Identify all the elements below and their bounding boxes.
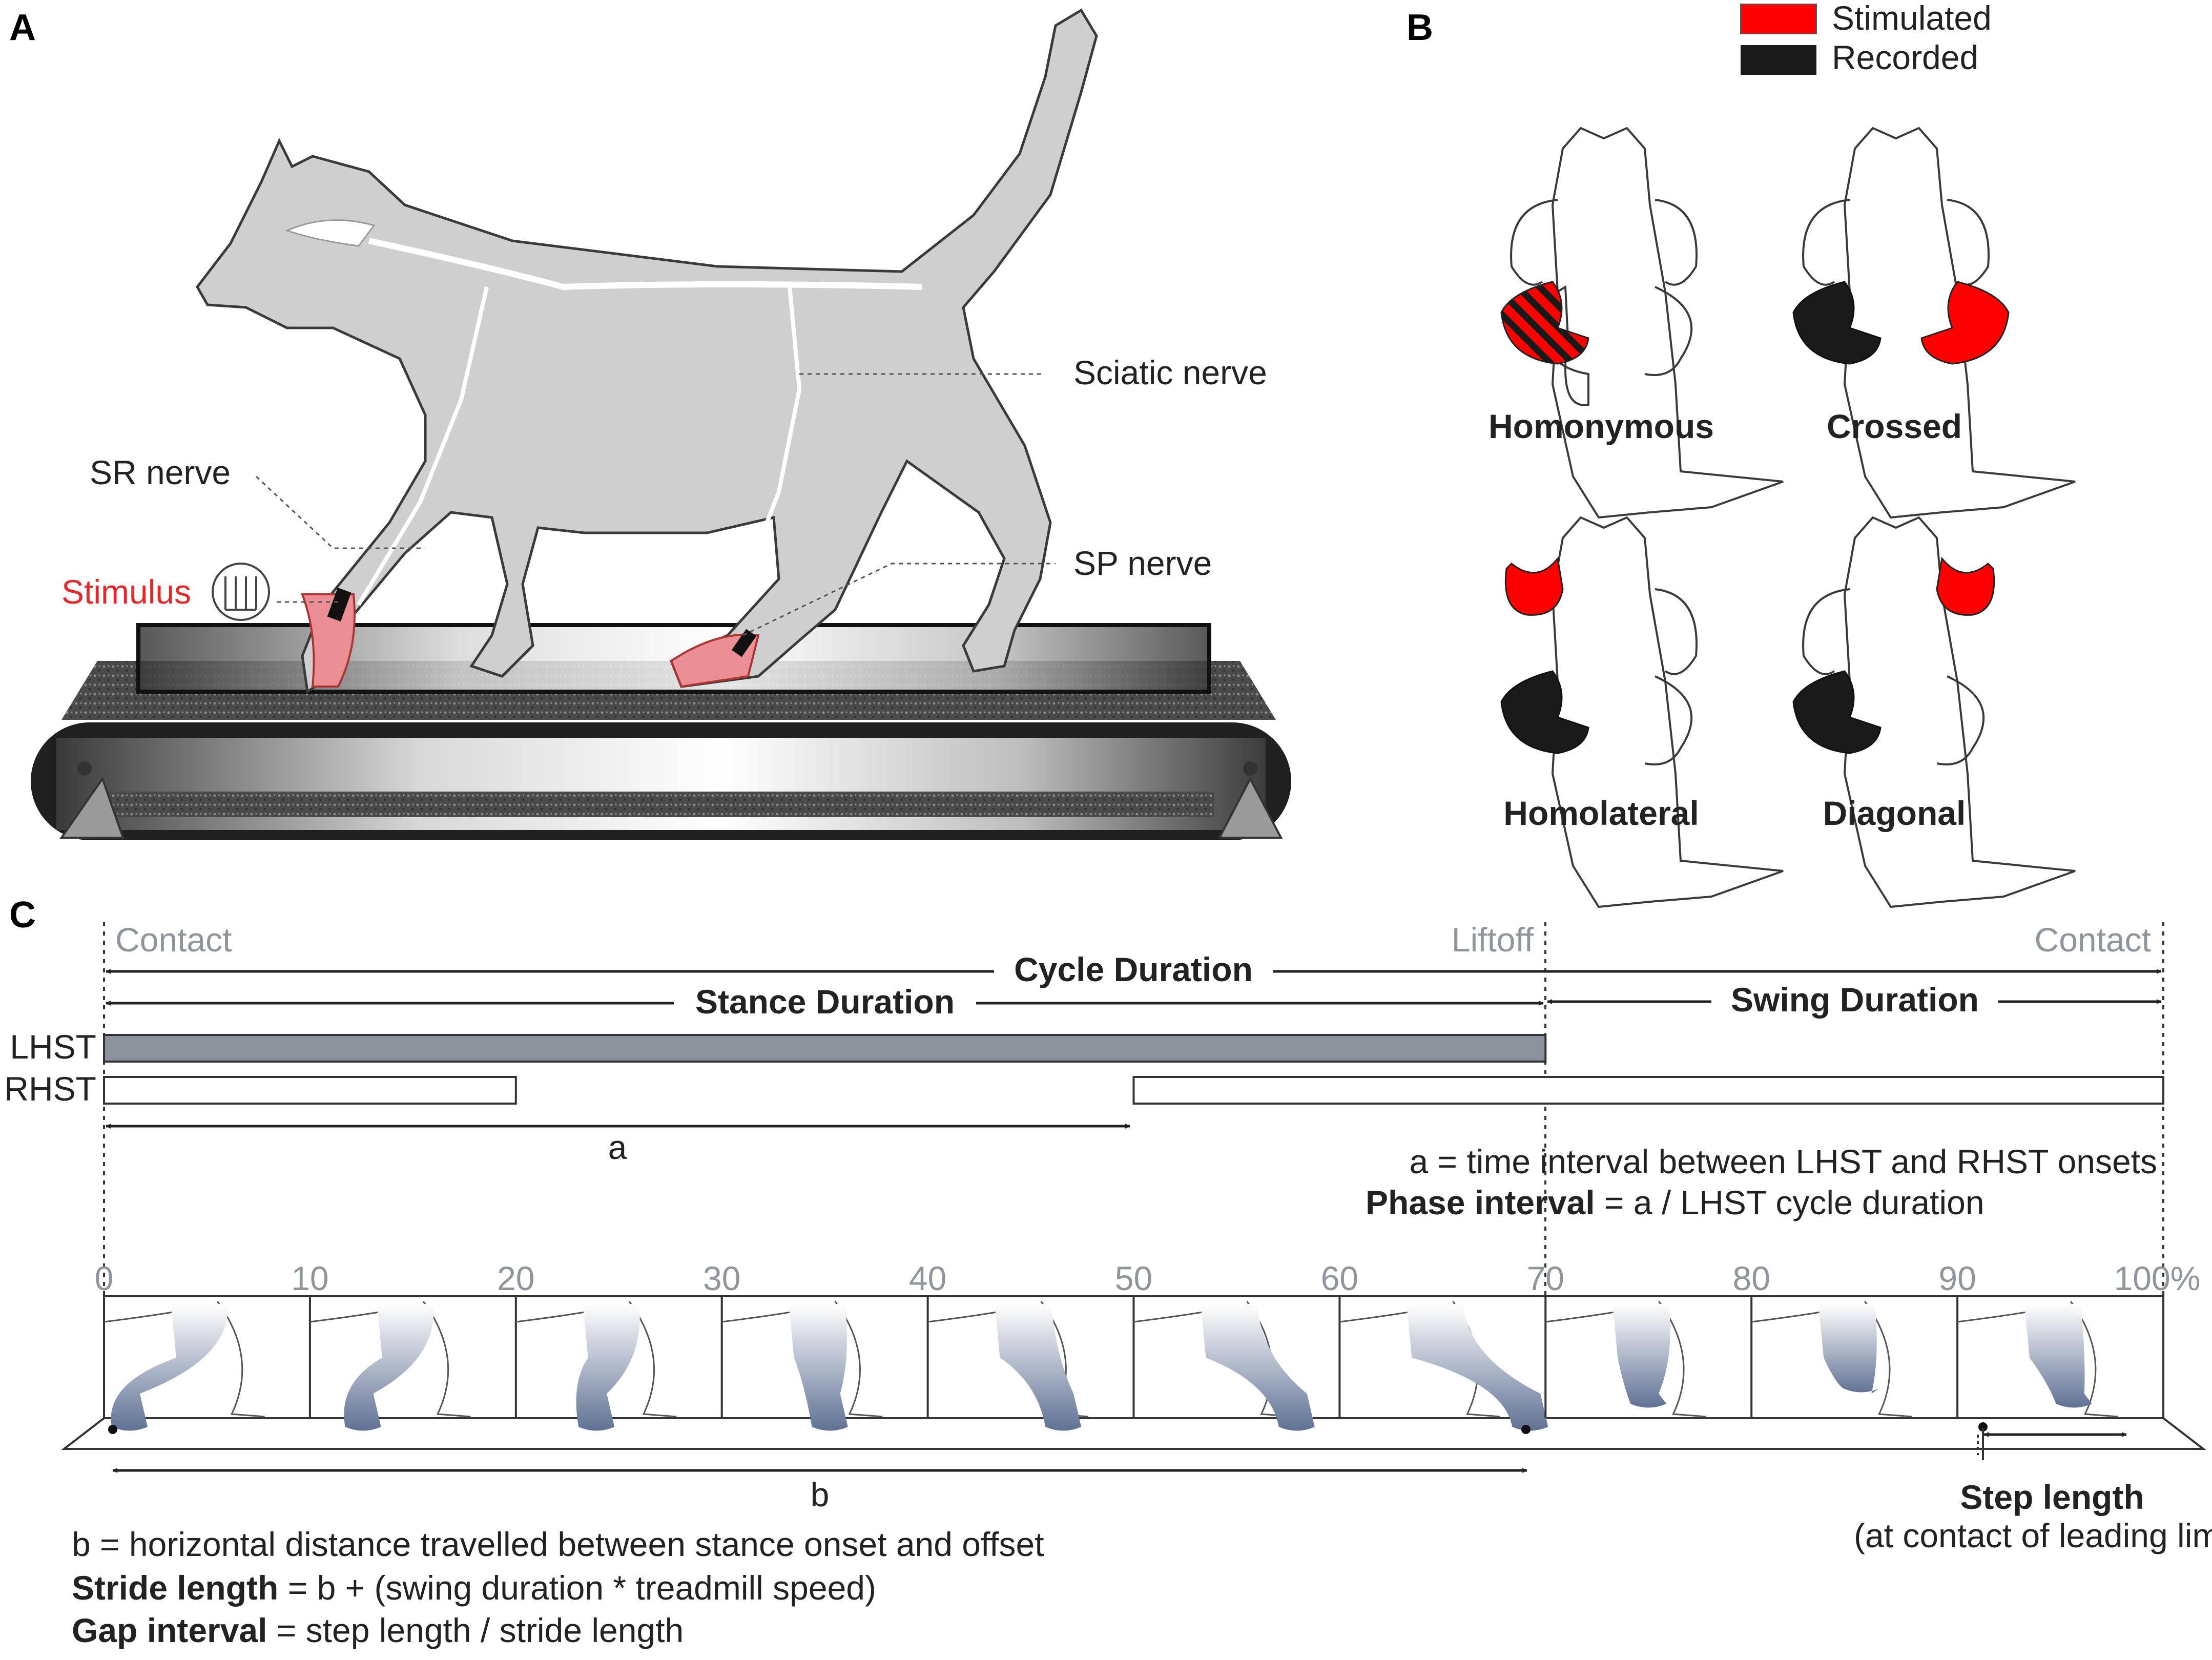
- row-label-lhst: LHST: [10, 1028, 96, 1066]
- tick-label-6: 60: [1321, 1259, 1358, 1297]
- tick-label-10: 100%: [2114, 1259, 2201, 1297]
- cat-illustration: [196, 8, 1098, 694]
- tick-label-7: 70: [1527, 1259, 1564, 1297]
- row-label-rhst: RHST: [4, 1070, 96, 1108]
- phase-interval-def: Phase interval = a / LHST cycle duration: [1366, 1184, 1984, 1221]
- step-frame-1: [308, 1296, 471, 1431]
- stance-bar-rhst-0: [103, 1076, 517, 1105]
- tick-label-1: 10: [291, 1259, 328, 1297]
- step-frame-3: [720, 1296, 883, 1431]
- legend-recorded: Recorded: [1832, 38, 1978, 76]
- sr-nerve-label: SR nerve: [90, 453, 231, 491]
- tick-label-5: 50: [1115, 1259, 1152, 1297]
- b-label: b: [811, 1476, 830, 1513]
- legend-stimulated: Stimulated: [1832, 0, 1992, 37]
- phase-interval-term: Phase interval: [1366, 1184, 1595, 1221]
- config-label-homonymous: Homonymous: [1489, 407, 1714, 445]
- stance-duration-label: Stance Duration: [695, 983, 955, 1021]
- config-label-homolateral: Homolateral: [1503, 794, 1699, 832]
- legend: Stimulated Recorded: [1740, 0, 1992, 76]
- gap-interval-formula: = step length / stride length: [267, 1611, 684, 1649]
- step-frame-5: [1132, 1296, 1315, 1431]
- event-contact-end: Contact: [2035, 921, 2151, 959]
- step-frame-0: [104, 1301, 265, 1431]
- tick-label-4: 40: [909, 1259, 946, 1297]
- tick-label-3: 30: [703, 1259, 740, 1297]
- config-homonymous: [1500, 127, 1784, 519]
- stance-bar-lhst-0: [103, 1034, 1547, 1063]
- stance-bar-rhst-1: [1132, 1076, 2164, 1105]
- config-diagonal: [1792, 516, 2076, 908]
- config-label-diagonal: Diagonal: [1823, 794, 1966, 832]
- gap-interval-term: Gap interval: [72, 1611, 267, 1649]
- step-frame-7: [1544, 1296, 1706, 1418]
- panel-label-a: A: [9, 7, 36, 48]
- step-length-note: (at contact of leading limb): [1854, 1517, 2212, 1554]
- phase-diagram: Contact Liftoff Contact Cycle Duration S…: [4, 921, 2212, 1649]
- config-label-crossed: Crossed: [1827, 407, 1962, 445]
- stride-length-formula: = b + (swing duration * treadmill speed): [278, 1569, 876, 1607]
- phase-interval-formula: = a / LHST cycle duration: [1595, 1184, 1984, 1221]
- step-frame-6: [1338, 1296, 1548, 1431]
- treadmill: [31, 623, 1291, 840]
- legend-swatch-recorded: [1741, 45, 1816, 75]
- legend-swatch-stimulated: [1740, 4, 1817, 34]
- sp-nerve-label: SP nerve: [1073, 544, 1212, 582]
- step-frame-8: [1750, 1296, 1912, 1418]
- step-length-label: Step length: [1960, 1478, 2144, 1516]
- cycle-duration-label: Cycle Duration: [1014, 950, 1253, 988]
- sciatic-nerve-label: Sciatic nerve: [1073, 354, 1267, 391]
- step-frame-9: [1956, 1296, 2118, 1418]
- step-frame-2: [514, 1296, 677, 1431]
- stride-length-def: Stride length = b + (swing duration * tr…: [72, 1569, 876, 1607]
- event-liftoff: Liftoff: [1452, 921, 1534, 959]
- gap-interval-def: Gap interval = step length / stride leng…: [72, 1611, 684, 1649]
- panel-label-b: B: [1407, 7, 1433, 48]
- tick-label-9: 90: [1938, 1259, 1976, 1297]
- step-frame-4: [926, 1296, 1089, 1431]
- percent-ticks: 0 10 20 30 40 50 60 70 80 90 100%: [95, 1259, 2201, 1297]
- event-contact-start: Contact: [115, 921, 232, 959]
- stimulus-label: Stimulus: [61, 573, 191, 611]
- config-homolateral: [1500, 516, 1784, 908]
- stride-length-term: Stride length: [72, 1569, 278, 1607]
- config-crossed: [1792, 127, 2076, 519]
- b-definition: b = horizontal distance travelled betwee…: [72, 1525, 1044, 1563]
- a-definition: a = time interval between LHST and RHST …: [1410, 1143, 2157, 1180]
- tick-label-0: 0: [95, 1259, 114, 1297]
- tick-label-2: 20: [497, 1259, 534, 1297]
- tick-label-8: 80: [1732, 1259, 1770, 1297]
- stance-bars: [103, 1034, 2164, 1105]
- step-cycle-filmstrip: [61, 1295, 2206, 1450]
- swing-duration-label: Swing Duration: [1731, 981, 1979, 1019]
- a-label: a: [608, 1128, 627, 1166]
- panel-label-c: C: [9, 895, 36, 936]
